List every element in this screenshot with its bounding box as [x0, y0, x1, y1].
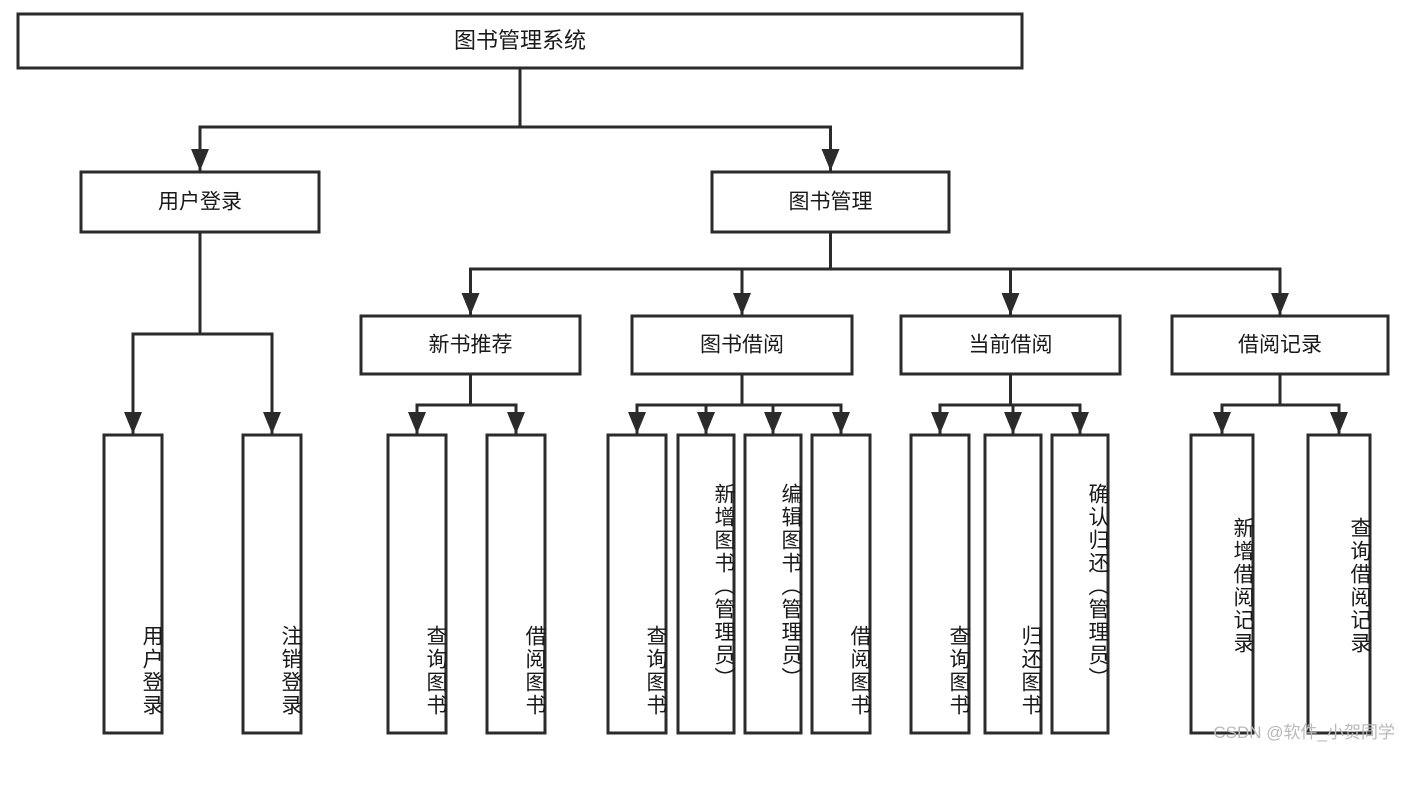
level1-arrow-0: [191, 149, 209, 171]
watermark-text: CSDN @软件_小贺同学: [1213, 723, 1395, 742]
level1-node-label-0: 用户登录: [158, 191, 242, 214]
leaf-node-rect[interactable]: [1050, 433, 1110, 735]
leaf-node-rect[interactable]: [909, 433, 971, 735]
leaf-arrow-12: [1330, 412, 1348, 434]
connector-layer: [124, 66, 1348, 436]
root-node-0[interactable]: [16, 12, 1024, 70]
leaf-arrow-2: [408, 412, 426, 434]
leaf-node-3[interactable]: [485, 433, 547, 735]
leaf-node-rect[interactable]: [983, 433, 1043, 735]
leaf-arrow-1: [263, 412, 281, 434]
level1-node-1[interactable]: [710, 170, 951, 234]
level2-arrow-0: [461, 293, 480, 315]
leaf-node-rect[interactable]: [241, 433, 303, 735]
level2-node-1[interactable]: [630, 314, 854, 376]
leaf-node-rect[interactable]: [676, 433, 736, 735]
leaf-arrow-8: [931, 412, 949, 434]
level2-node-rect[interactable]: [1170, 314, 1390, 376]
leaf-node-8[interactable]: [909, 433, 971, 735]
leaf-arrow-5: [697, 412, 715, 434]
level1-node-rect[interactable]: [79, 170, 321, 234]
level2-arrow-1: [733, 293, 751, 315]
leaf-node-rect[interactable]: [102, 433, 164, 735]
level2-arrow-3: [1271, 293, 1289, 315]
level2-node-3[interactable]: [1170, 314, 1390, 376]
leaf-arrow-9: [1004, 412, 1022, 434]
leaf-arrow-0: [124, 412, 142, 434]
level1-arrow-1: [821, 149, 840, 171]
level2-node-label-3: 借阅记录: [1238, 334, 1322, 357]
level2-node-label-0: 新书推荐: [429, 334, 513, 357]
leaf-node-11[interactable]: [1189, 433, 1255, 735]
level2-node-label-1: 图书借阅: [700, 334, 784, 357]
leaf-node-12[interactable]: [1306, 433, 1372, 735]
level1-node-rect[interactable]: [710, 170, 951, 234]
leaf-node-rect[interactable]: [743, 433, 803, 735]
diagram-canvas: 图书管理系统用户登录图书管理新书推荐图书借阅当前借阅借阅记录 用户登录注销登录查…: [16, 12, 1395, 742]
level2-node-0[interactable]: [359, 314, 582, 376]
level1-node-0[interactable]: [79, 170, 321, 234]
leaf-node-6[interactable]: [743, 433, 803, 735]
leaf-node-rect[interactable]: [1306, 433, 1372, 735]
root-node-rect[interactable]: [16, 12, 1024, 70]
node-box-layer: [16, 12, 1390, 735]
leaf-node-rect[interactable]: [485, 433, 547, 735]
leaf-node-rect[interactable]: [386, 433, 448, 735]
level2-node-rect[interactable]: [899, 314, 1122, 376]
root-node-label-0: 图书管理系统: [454, 28, 586, 53]
leaf-node-10[interactable]: [1050, 433, 1110, 735]
leaf-node-1[interactable]: [241, 433, 303, 735]
leaf-node-0[interactable]: [102, 433, 164, 735]
level2-node-label-2: 当前借阅: [969, 334, 1053, 357]
level2-node-2[interactable]: [899, 314, 1122, 376]
leaf-node-2[interactable]: [386, 433, 448, 735]
level1-node-label-1: 图书管理: [789, 191, 873, 214]
leaf-node-7[interactable]: [810, 433, 872, 735]
leaf-arrow-3: [507, 412, 525, 434]
leaf-node-rect[interactable]: [1189, 433, 1255, 735]
leaf-node-rect[interactable]: [606, 433, 668, 735]
leaf-node-9[interactable]: [983, 433, 1043, 735]
leaf-node-4[interactable]: [606, 433, 668, 735]
level2-node-rect[interactable]: [359, 314, 582, 376]
leaf-arrow-10: [1071, 412, 1089, 434]
level2-arrow-2: [1001, 293, 1020, 315]
leaf-node-rect[interactable]: [810, 433, 872, 735]
level2-node-rect[interactable]: [630, 314, 854, 376]
leaf-arrow-11: [1213, 412, 1231, 434]
leaf-arrow-6: [764, 412, 782, 434]
leaf-arrow-4: [628, 412, 646, 434]
leaf-arrow-7: [832, 412, 850, 434]
leaf-node-5[interactable]: [676, 433, 736, 735]
